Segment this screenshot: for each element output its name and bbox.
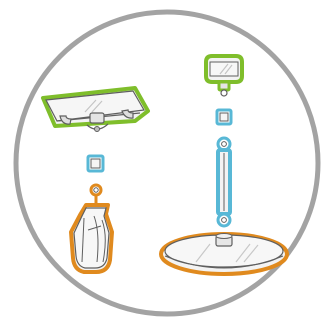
connector-square-left xyxy=(88,156,103,171)
connector-square-right xyxy=(217,110,231,124)
round-base-plate xyxy=(161,234,287,275)
extension-pole xyxy=(218,138,230,226)
